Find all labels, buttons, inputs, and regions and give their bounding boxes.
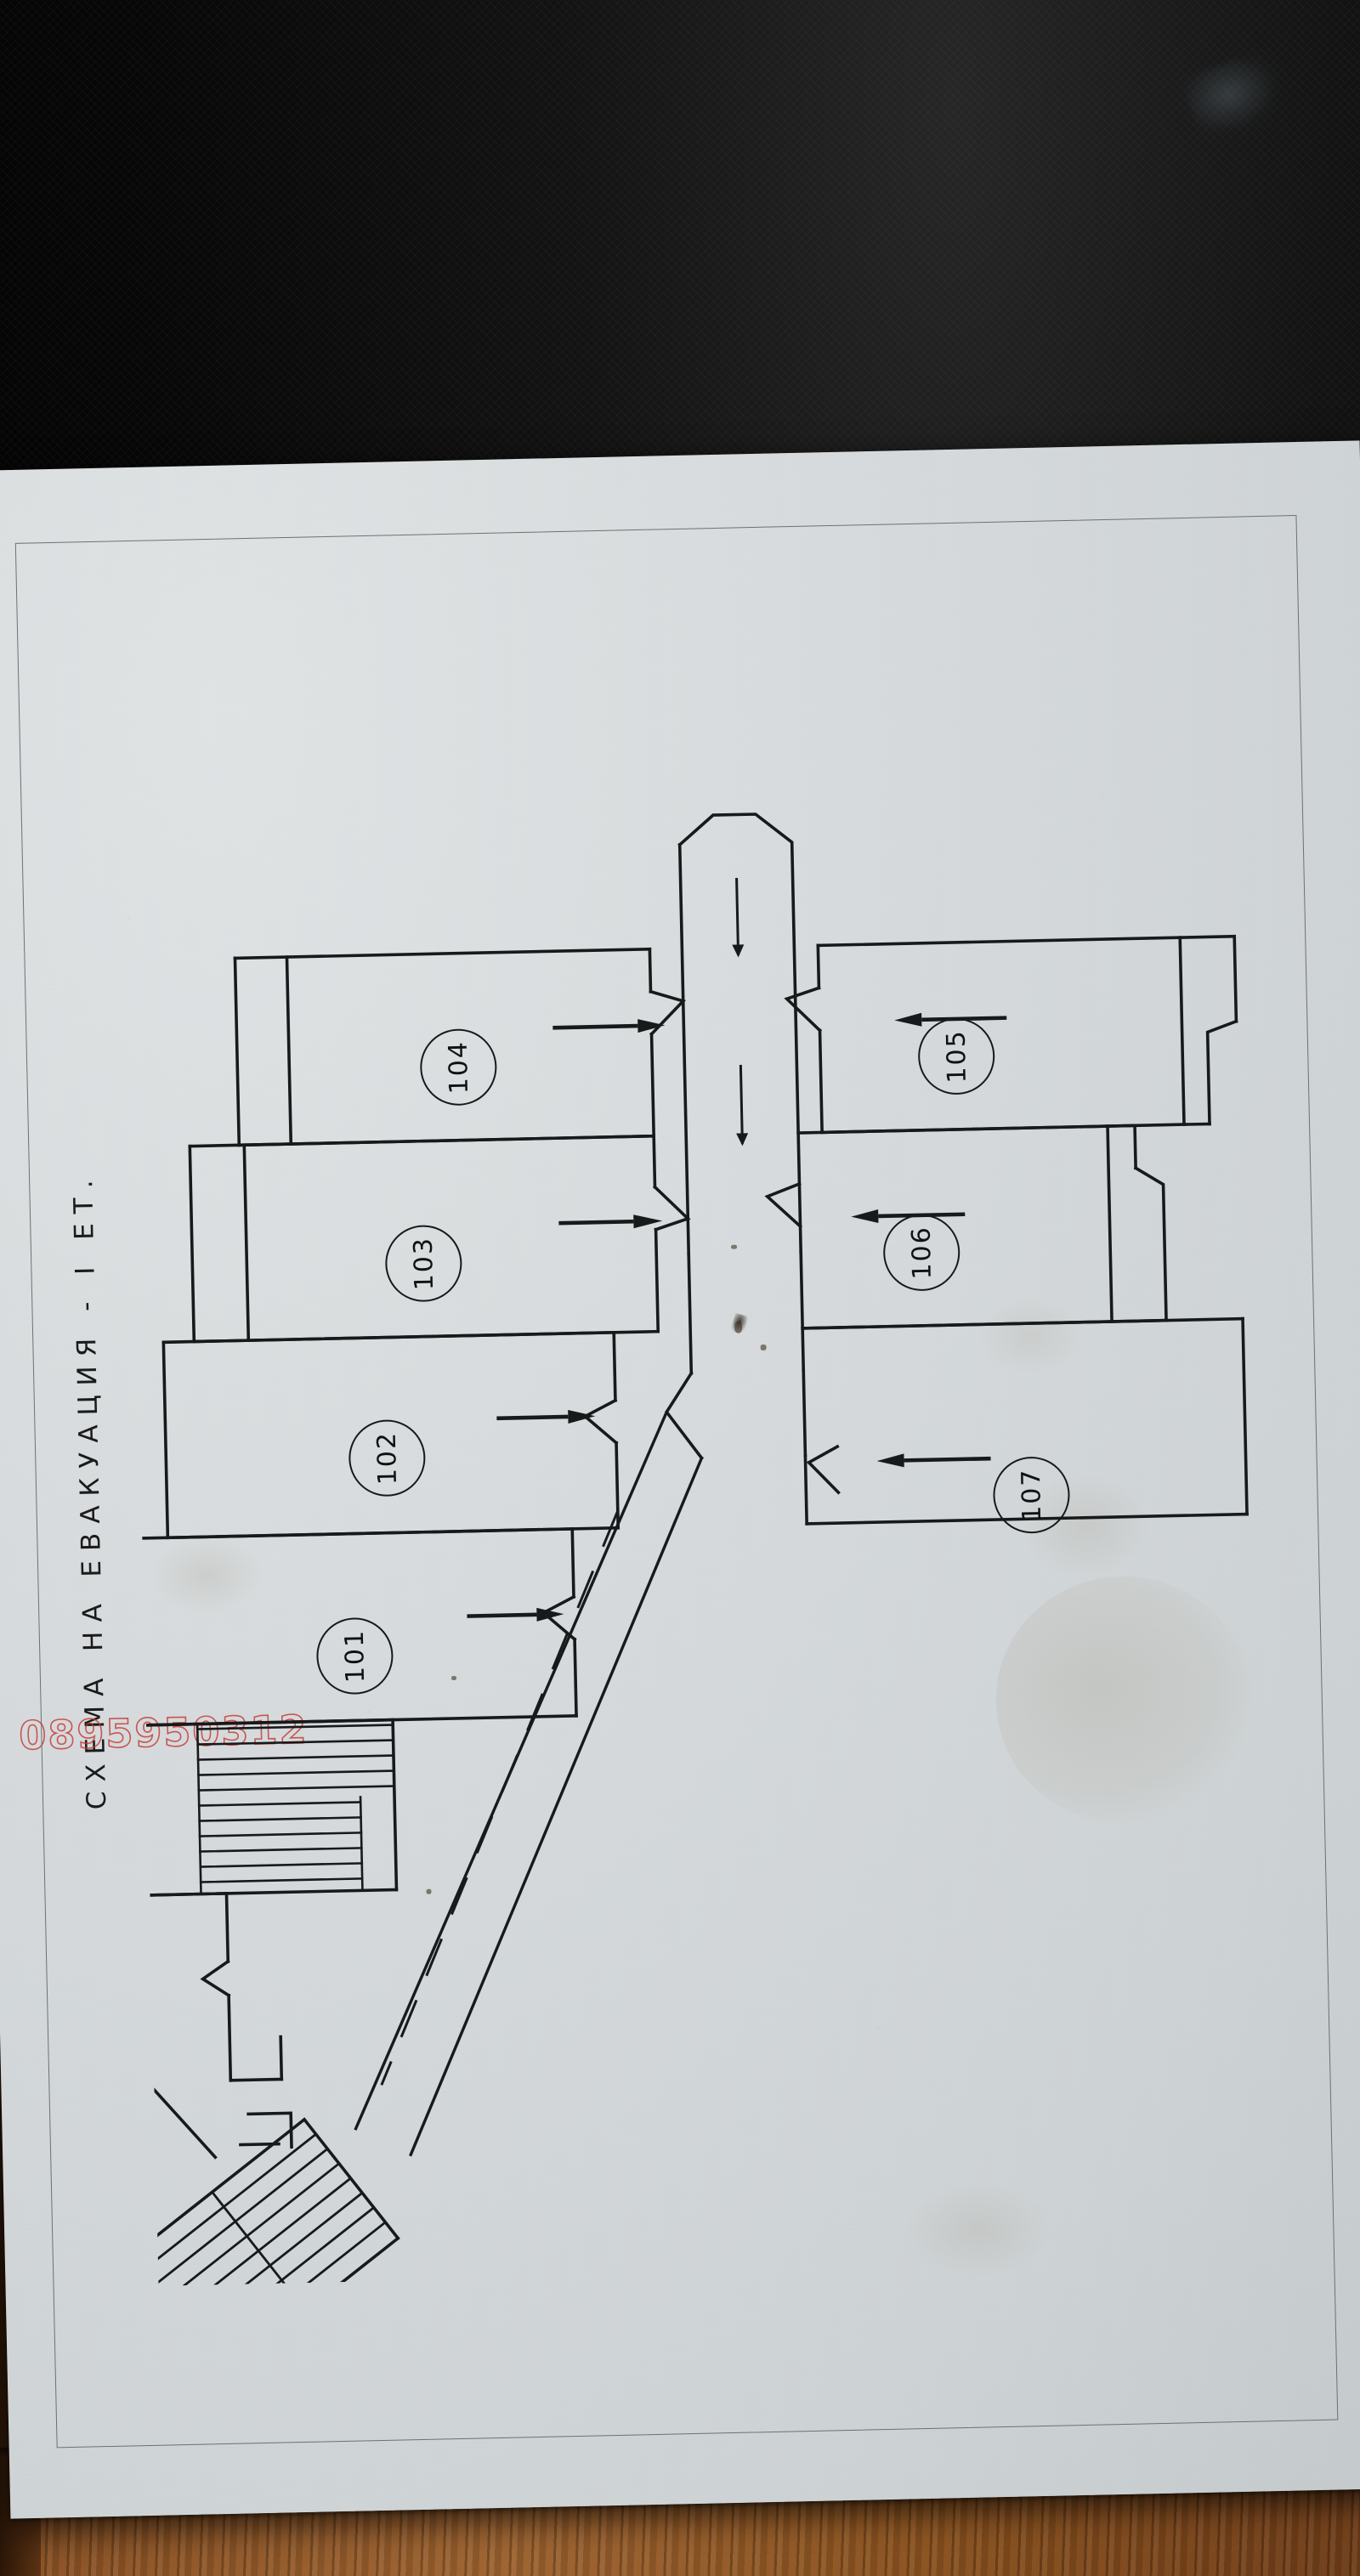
floor-plan-drawing <box>126 812 1249 2286</box>
paper-sheet: СХЕМА НА ЕВАКУАЦИЯ - I ЕТ. 0895950312 <box>0 440 1360 2519</box>
